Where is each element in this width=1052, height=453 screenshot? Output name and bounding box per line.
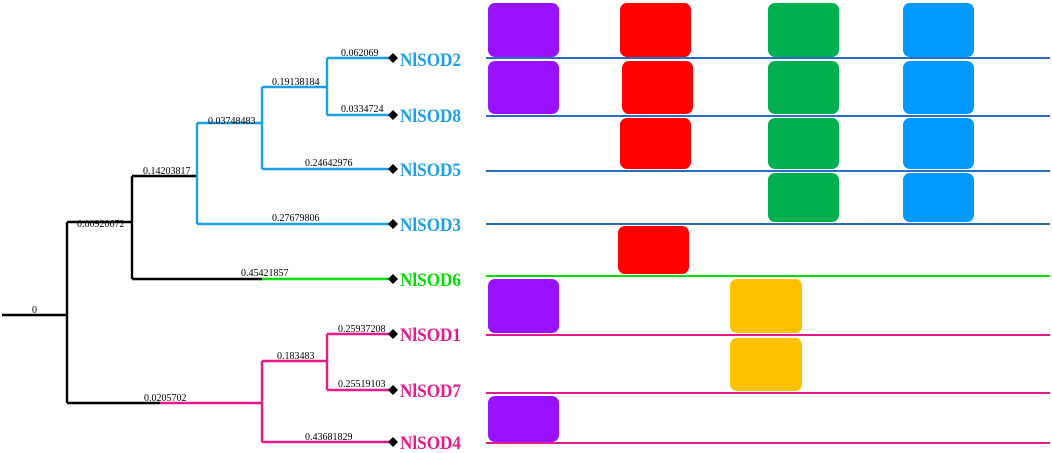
leaf-marker-nlsod8 xyxy=(388,110,398,120)
leaf-marker-nlsod1 xyxy=(388,329,398,339)
branch-label-n2: 0.14203817 xyxy=(143,166,191,177)
motif-box-orange xyxy=(730,279,802,333)
branch-label-n5: 0.0205702 xyxy=(144,393,187,404)
branch-label-n6: 0.183483 xyxy=(277,351,315,362)
motif-row-lines xyxy=(486,57,1050,444)
branch-label-root: 0 xyxy=(32,305,37,316)
branch-label-nlsod1: 0.25937208 xyxy=(338,324,386,335)
motif-box-red xyxy=(620,118,691,169)
motif-box-purple xyxy=(488,61,559,114)
branch-label-nlsod6: 0.45421857 xyxy=(241,268,289,279)
leaf-label-nlsod4: NlSOD4 xyxy=(400,433,461,453)
motif-box-red xyxy=(620,3,691,57)
branch-label-nlsod8: 0.0334724 xyxy=(341,104,384,115)
leaf-labels: NlSOD2 NlSOD8 NlSOD5 NlSOD3 NlSOD6 NlSOD… xyxy=(400,50,461,453)
leaf-label-nlsod5: NlSOD5 xyxy=(400,160,461,181)
motif-box-green xyxy=(768,173,839,222)
leaf-marker-nlsod7 xyxy=(388,385,398,395)
branch-label-n1: 0.00920672 xyxy=(77,219,125,230)
leaf-label-nlsod7: NlSOD7 xyxy=(400,381,461,402)
motif-box-orange xyxy=(730,338,802,391)
leaf-label-nlsod8: NlSOD8 xyxy=(400,106,461,127)
motif-box-green xyxy=(768,3,839,57)
branch-label-nlsod2: 0.062069 xyxy=(341,48,379,59)
motif-box-red xyxy=(622,61,693,114)
leaf-marker-nlsod4 xyxy=(388,437,398,447)
branch-label-n4: 0.19138184 xyxy=(272,77,320,88)
leaf-label-nlsod1: NlSOD1 xyxy=(400,325,461,346)
motif-box-green xyxy=(768,61,839,114)
leaf-markers xyxy=(388,53,398,447)
leaf-marker-nlsod3 xyxy=(388,219,398,229)
branch-labels: 0 0.00920672 0.14203817 0.03748483 0.191… xyxy=(32,48,386,443)
motif-box-green xyxy=(768,118,839,169)
leaf-label-nlsod6: NlSOD6 xyxy=(400,270,461,291)
branch-label-nlsod5: 0.24642976 xyxy=(305,158,353,169)
branch-label-n3: 0.03748483 xyxy=(208,116,256,127)
leaf-marker-nlsod2 xyxy=(388,53,398,63)
leaf-label-nlsod2: NlSOD2 xyxy=(400,50,461,71)
motif-box-blue xyxy=(903,61,974,114)
motif-box-purple xyxy=(488,279,559,333)
leaf-label-nlsod3: NlSOD3 xyxy=(400,215,461,236)
branch-label-nlsod4: 0.43681829 xyxy=(305,432,353,443)
tree-branches xyxy=(2,56,392,444)
motif-box-purple xyxy=(488,396,559,442)
motif-boxes xyxy=(488,3,974,442)
motif-box-purple xyxy=(488,3,559,57)
motif-box-blue xyxy=(903,118,974,169)
leaf-marker-nlsod6 xyxy=(388,274,398,284)
motif-box-blue xyxy=(903,173,974,222)
branch-label-nlsod3: 0.27679806 xyxy=(272,213,320,224)
motif-box-blue xyxy=(903,3,974,57)
leaf-marker-nlsod5 xyxy=(388,164,398,174)
branch-label-nlsod7: 0.25519103 xyxy=(338,379,386,390)
motif-box-red xyxy=(618,226,689,274)
